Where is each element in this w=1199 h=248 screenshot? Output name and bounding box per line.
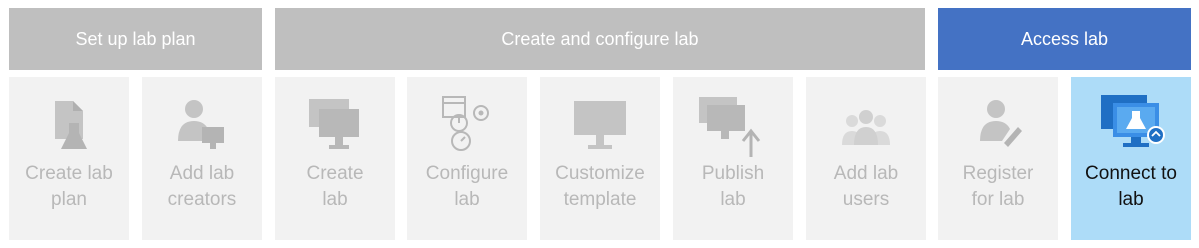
document-flask-icon <box>55 101 87 149</box>
phase-set-up-lab-plan: Set up lab plan <box>9 8 262 70</box>
monitor-icon <box>574 101 626 149</box>
phase-label: Access lab <box>1020 28 1109 49</box>
phase-access-lab: Access lab <box>938 8 1191 70</box>
phase-create-and-configure-lab: Create and configure lab <box>275 8 925 70</box>
monitors-icon <box>309 99 359 149</box>
lab-vm-connect-icon <box>1101 95 1165 147</box>
phase-label: Set up lab plan <box>75 28 196 49</box>
phase-label: Create and configure lab <box>501 28 699 49</box>
calendar-clock-gear-icon <box>442 96 489 151</box>
user-pen-icon <box>980 100 1022 147</box>
user-computer-icon <box>178 100 224 149</box>
group-icon <box>842 110 890 145</box>
monitor-upload-icon <box>699 97 761 157</box>
